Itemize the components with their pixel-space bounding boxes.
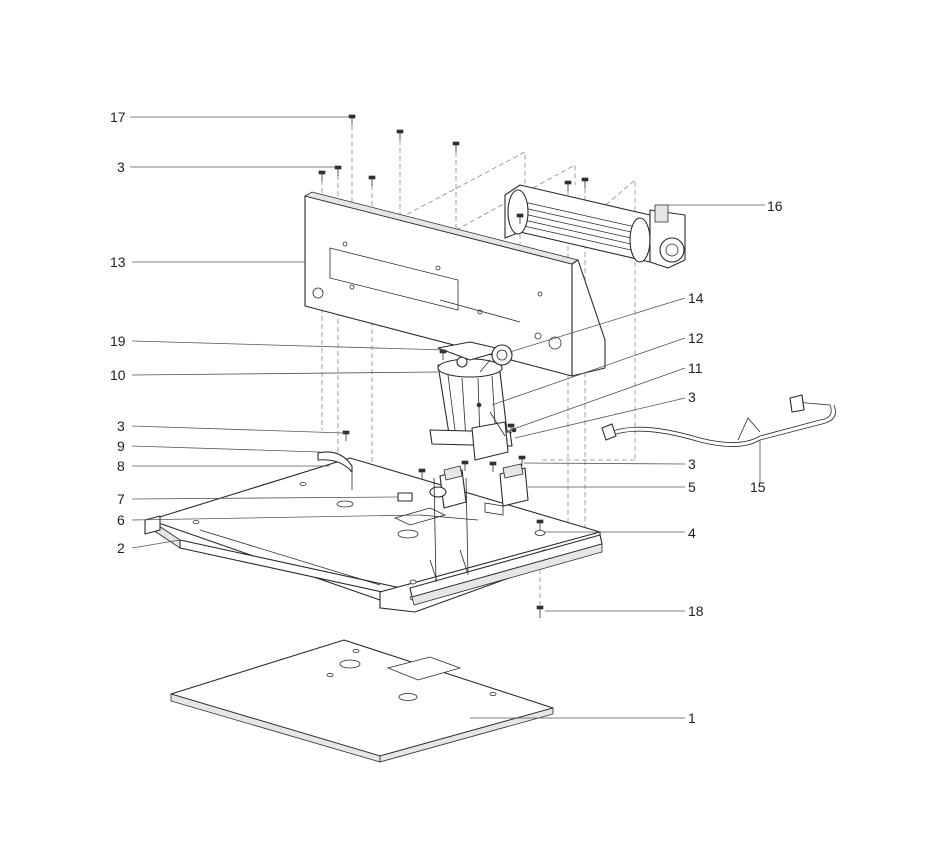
part-15-power-cord: [601, 394, 836, 447]
part-2-base-pan: [144, 457, 601, 613]
screw: [318, 170, 326, 181]
screw: [536, 519, 544, 530]
screw: [439, 349, 447, 360]
callout-12: 12: [688, 330, 704, 346]
screw: [461, 460, 469, 471]
callout-9: 9: [117, 438, 125, 454]
part-1-bottom-plate: [170, 639, 554, 763]
screw: [564, 180, 572, 191]
screw: [489, 461, 497, 472]
screw: [452, 141, 460, 152]
callout-17: 17: [110, 109, 126, 125]
part-11-12-bracket: [471, 402, 517, 461]
leader-lines: [130, 116, 765, 719]
callout-10: 10: [110, 367, 126, 383]
screws: [318, 114, 589, 618]
callout-6: 6: [117, 512, 125, 528]
callout-15: 15: [750, 479, 766, 495]
callout-4: 4: [688, 525, 696, 541]
screw: [396, 129, 404, 140]
callout-3: 3: [688, 389, 696, 405]
part-14-collar-ring: [479, 344, 513, 373]
callout-13: 13: [110, 254, 126, 270]
callout-16: 16: [767, 198, 783, 214]
callout-3: 3: [117, 418, 125, 434]
callout-11: 11: [688, 360, 703, 376]
callout-8: 8: [117, 458, 125, 474]
callout-19: 19: [110, 333, 126, 349]
screw: [342, 430, 350, 441]
screw: [516, 213, 524, 224]
part-4-front-rail: [409, 530, 603, 606]
callout-1: 1: [688, 710, 696, 726]
callout-2: 2: [117, 540, 125, 556]
callout-3: 3: [117, 159, 125, 175]
callout-5: 5: [688, 479, 696, 495]
part-8-9-sensor-bracket: [317, 451, 353, 490]
part-13-rear-panel: [303, 191, 606, 377]
screw: [507, 423, 515, 434]
callout-14: 14: [688, 290, 704, 306]
screw: [581, 177, 589, 188]
screw: [334, 165, 342, 176]
screw: [368, 175, 376, 186]
part-6-gas-pipe: [419, 477, 479, 583]
callout-7: 7: [117, 491, 125, 507]
part-16-blower-fan: [504, 184, 686, 269]
part-5-gas-valves: [439, 463, 529, 516]
callout-labels: 17 3 16 13 14 19 12 10 11 3 3 9 8 3 15 7…: [110, 109, 783, 726]
callout-18: 18: [688, 603, 704, 619]
callout-3: 3: [688, 456, 696, 472]
screw: [518, 455, 526, 466]
screw: [418, 468, 426, 479]
screw-18: [536, 605, 544, 618]
screw-17: [348, 114, 356, 125]
